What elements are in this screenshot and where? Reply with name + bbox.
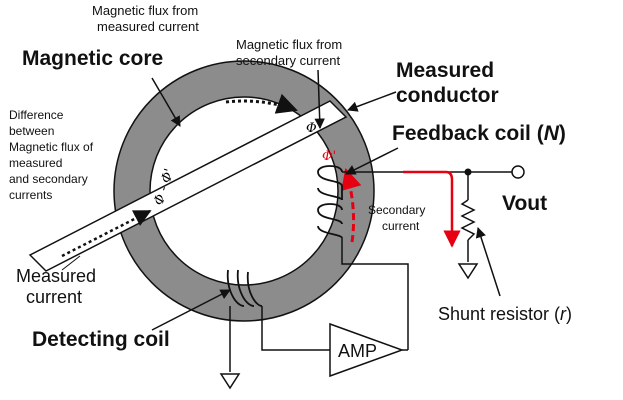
label-measured-current-2: current (26, 287, 82, 307)
label-flux-secondary-2: secondary current (236, 53, 340, 68)
label-measured-conductor-2: conductor (396, 84, 499, 107)
label-difference-4: measured (9, 156, 62, 170)
ground-detecting-icon (219, 373, 241, 390)
leader-measured-current (61, 255, 81, 271)
label-difference-3: Magnetic flux of (9, 140, 94, 154)
secondary-current-arrow (403, 170, 461, 248)
flux-measured-arrow (225, 93, 298, 114)
leader-measured-conductor (347, 91, 397, 112)
label-difference-1: Difference (9, 108, 64, 122)
label-secondary-current-2: current (382, 219, 420, 233)
leader-shunt-resistor (475, 227, 501, 297)
label-secondary-current-1: Secondary (368, 203, 425, 217)
label-feedback-coil: Feedback coil (N) (392, 122, 566, 145)
label-amp: AMP (338, 341, 377, 361)
amp-triangle (329, 322, 405, 378)
leader-magnetic-core (151, 77, 181, 127)
label-magnetic-core: Magnetic core (22, 47, 163, 70)
ground-shunt-icon (457, 263, 479, 280)
label-flux-secondary-1: Magnetic flux from (236, 37, 342, 52)
phi-prime-symbol: Φ' (322, 149, 336, 164)
junction-node (464, 168, 472, 176)
label-difference-5: and secondary (9, 172, 88, 186)
flux-secondary-arrow (341, 167, 362, 243)
label-detecting-coil: Detecting coil (32, 328, 170, 351)
label-difference-6: currents (9, 188, 52, 202)
label-shunt-resistor: Shunt resistor (r) (438, 304, 572, 324)
label-flux-measured-2: measured current (97, 19, 199, 34)
measured-conductor-rod (28, 100, 348, 272)
detecting-coil (226, 269, 263, 307)
magnetic-core-outer-edge (113, 60, 375, 322)
label-measured-current-1: Measured (16, 266, 96, 286)
label-vout: Vout (502, 192, 547, 215)
shunt-resistor (460, 199, 476, 241)
measured-current-dotted-arrow (61, 209, 152, 258)
phi-symbol: Φ (306, 121, 317, 136)
label-flux-measured-1: Magnetic flux from (92, 3, 198, 18)
vout-terminal (511, 165, 525, 179)
leader-flux-secondary (314, 69, 325, 130)
feedback-coil (317, 165, 343, 239)
label-difference-2: between (9, 124, 54, 138)
label-measured-conductor-1: Measured (396, 59, 494, 82)
leader-detecting-coil (151, 289, 231, 331)
leader-feedback-coil (345, 147, 399, 175)
